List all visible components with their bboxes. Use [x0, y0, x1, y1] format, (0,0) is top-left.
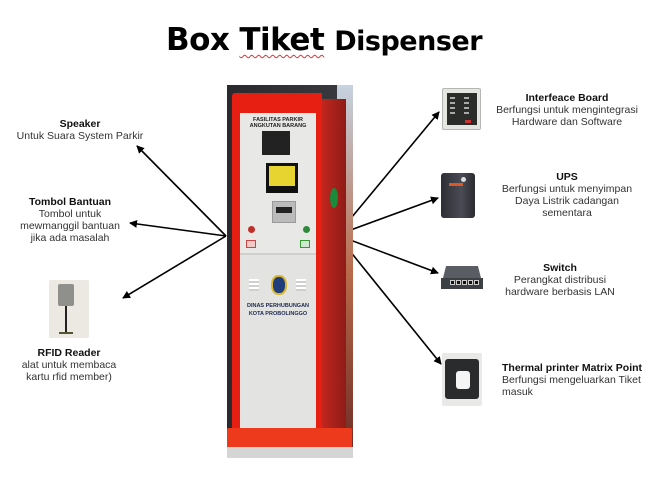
rfid-reader-photo: [49, 280, 89, 338]
ups-photo: [441, 173, 475, 218]
kiosk-top-label: FASILITAS PARKIR ANGKUTAN BARANG: [249, 117, 307, 129]
ticket-sticker: [300, 240, 310, 248]
arrow-switch: [336, 234, 439, 275]
switch-photo: [441, 266, 483, 291]
label-rfid-reader: RFID Reader alat untuk membaca kartu rfi…: [21, 347, 117, 383]
arrow-speaker: [136, 145, 227, 237]
label-speaker: Speaker Untuk Suara System Parkir: [16, 118, 144, 142]
arrow-interface-board: [336, 111, 440, 236]
arrow-ups: [336, 196, 439, 236]
arrow-rfid-reader: [122, 235, 227, 299]
thermal-printer-photo: [442, 353, 482, 406]
ticket-slot: [272, 201, 296, 223]
ticket-dispenser-photo: FASILITAS PARKIR ANGKUTAN BARANG DINAS P…: [227, 85, 353, 458]
help-button-red: [248, 226, 255, 233]
kiosk-agency-label: DINAS PERHUBUNGAN KOTA PROBOLINGGO: [246, 303, 310, 317]
title-word-dispenser: Dispenser: [334, 26, 483, 57]
dishub-logo-icon: [271, 275, 287, 295]
title-word-tiket: Tiket: [239, 22, 325, 58]
vent-right: [296, 279, 306, 291]
rfid-card-tap-area: [266, 163, 298, 193]
label-tombol-bantuan: Tombol Bantuan Tombol untuk mewmanggil b…: [20, 196, 120, 244]
label-thermal-printer: Thermal printer Matrix Point Berfungsi m…: [502, 362, 643, 398]
help-sticker: [246, 240, 256, 248]
interface-board-photo: [442, 88, 481, 130]
ticket-button-green: [303, 226, 310, 233]
label-switch: Switch Perangkat distribusi hardware ber…: [505, 262, 615, 298]
label-ups: UPS Berfungsi untuk menyimpan Daya Listr…: [501, 171, 633, 219]
speaker-grille: [262, 131, 290, 155]
arrow-printer: [336, 234, 442, 365]
kiosk-base: [227, 428, 352, 448]
title-word-box: Box: [165, 22, 230, 58]
arrow-tombol-bantuan: [129, 219, 227, 237]
diagram-title: Box Tiket Dispenser: [0, 22, 648, 58]
vent-left: [249, 279, 259, 291]
green-badge-icon: [330, 188, 338, 208]
label-interface-board: Interfeace Board Berfungsi untuk mengint…: [496, 92, 638, 128]
